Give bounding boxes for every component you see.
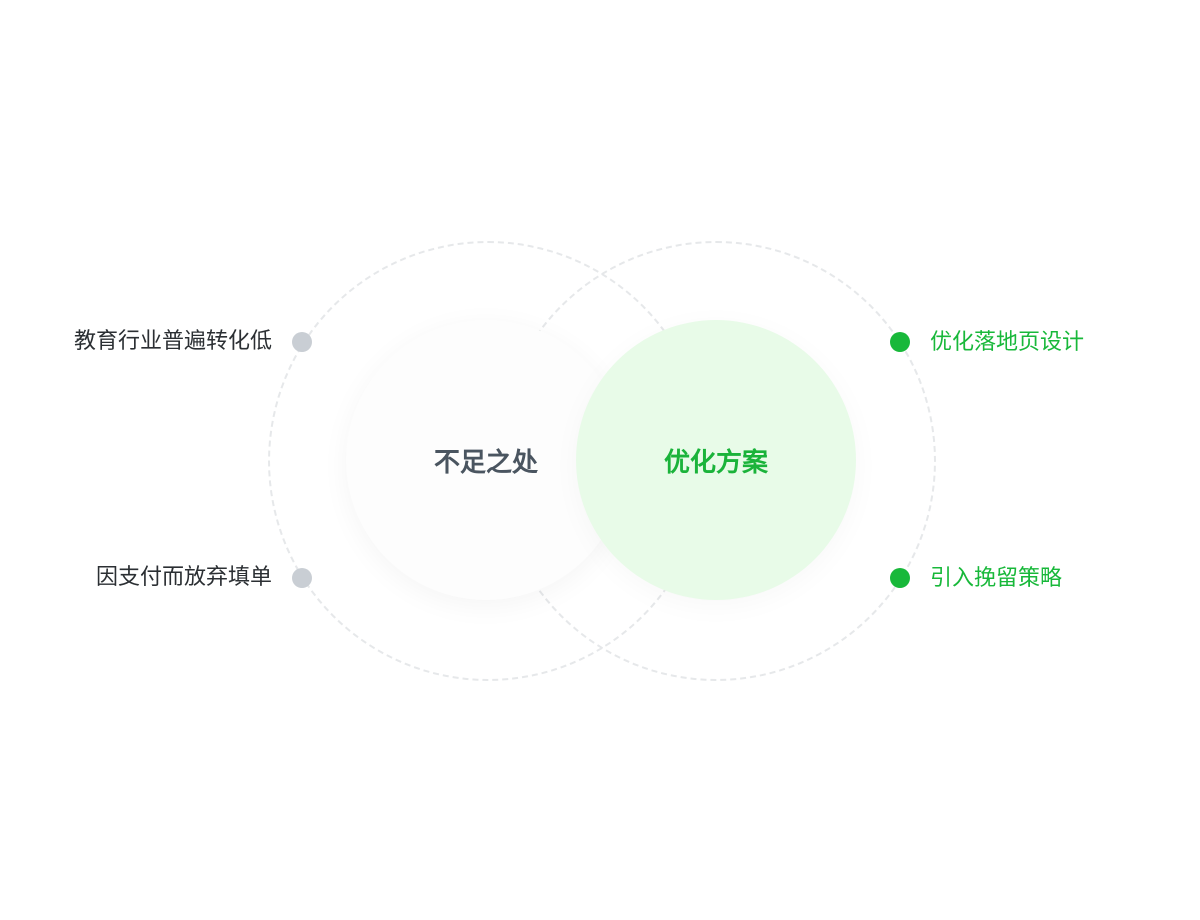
- right-point-dot: [890, 568, 910, 588]
- right-point-dot: [890, 332, 910, 352]
- right-circle-title: 优化方案: [663, 447, 768, 478]
- left-point-dot: [292, 568, 312, 588]
- left-point-label: 教育行业普遍转化低: [73, 329, 272, 354]
- left-point-dot: [292, 332, 312, 352]
- left-circle-title: 不足之处: [433, 447, 538, 478]
- left-point-label: 因支付而放弃填单: [95, 565, 272, 590]
- right-circle: 优化方案: [576, 320, 856, 600]
- right-point-label: 引入挽留策略: [930, 566, 1063, 591]
- right-point-label: 优化落地页设计: [930, 330, 1085, 355]
